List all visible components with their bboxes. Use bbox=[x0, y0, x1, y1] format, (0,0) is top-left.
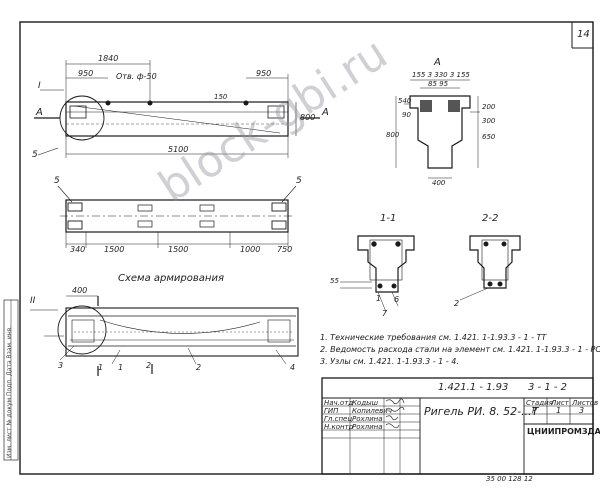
signatures bbox=[385, 398, 405, 429]
section-A-dim-540: 540 bbox=[398, 97, 412, 105]
role-1: Нач.отд bbox=[324, 399, 354, 407]
name-1: Кодыш bbox=[352, 399, 379, 407]
sheet-frame bbox=[19, 21, 594, 475]
section-A-title: А bbox=[434, 57, 441, 68]
section-A-dim-650: 650 bbox=[482, 133, 496, 141]
role-3: Гл.спец bbox=[324, 415, 353, 423]
dim-1000: 1000 bbox=[240, 245, 261, 254]
dim-1840: 1840 bbox=[98, 54, 119, 63]
reinforcement-view bbox=[30, 295, 299, 365]
reinforcement-label-2a: 2 bbox=[146, 361, 152, 370]
dim-800: 800 bbox=[300, 113, 316, 122]
section-1-1-title: 1-1 bbox=[380, 213, 397, 224]
section-2-2 bbox=[459, 235, 521, 301]
section-1-1-dim-55: 55 bbox=[330, 277, 339, 285]
col-sheet: Лист bbox=[551, 399, 569, 407]
section-1-1-profile bbox=[357, 235, 415, 293]
section-A-dim-400: 400 bbox=[432, 179, 446, 187]
section-1-1-label-7: 7 bbox=[382, 309, 388, 318]
section-A-profile bbox=[409, 95, 471, 169]
dim-950-right: 950 bbox=[256, 69, 272, 78]
section-A-dim-mid: 85 95 bbox=[428, 80, 449, 88]
section-A-dim-200: 200 bbox=[482, 103, 496, 111]
dim-340: 340 bbox=[70, 245, 86, 254]
dim-750: 750 bbox=[277, 245, 293, 254]
reinforcement-label-3: 3 bbox=[58, 361, 64, 370]
section-2-2-label-2: 2 bbox=[454, 299, 460, 308]
section-A-dim-800: 800 bbox=[386, 131, 400, 139]
marker-I: I bbox=[38, 81, 41, 91]
marker-5-front: 5 bbox=[32, 150, 38, 160]
name-4: Рохлина bbox=[352, 423, 383, 431]
marker-5-plan-left: 5 bbox=[54, 176, 60, 186]
reinforcement-label-4: 4 bbox=[290, 363, 296, 372]
col-sheets: Листов bbox=[572, 399, 599, 407]
dim-1500-b: 1500 bbox=[168, 245, 189, 254]
note-2: 2. Ведомость расхода стали на элемент см… bbox=[320, 345, 600, 354]
col-stage: Стадия bbox=[526, 399, 553, 407]
hole-note: Отв. ф-50 bbox=[116, 72, 157, 81]
reinforcement-label-1b: 1 bbox=[118, 363, 124, 372]
stage-value: Р bbox=[532, 406, 537, 415]
marker-II: II bbox=[30, 296, 36, 306]
title-block bbox=[321, 377, 594, 475]
beam-elevation bbox=[65, 101, 289, 137]
section-A-dim-300: 300 bbox=[482, 117, 496, 125]
doc-code: 1.421.1 - 1.93 bbox=[438, 382, 509, 393]
section-1-1-label-1: 1 bbox=[376, 294, 382, 303]
marker-A-right: А bbox=[322, 107, 329, 118]
org-name: ЦНИИПРОМЗДАНИЙ bbox=[527, 427, 600, 436]
reinforcement-label-2b: 2 bbox=[196, 363, 202, 372]
section-A-dim-90: 90 bbox=[402, 111, 411, 119]
note-1: 1. Технические требования см. 1.421. 1-1… bbox=[320, 333, 547, 342]
section-2-2-profile bbox=[469, 235, 521, 289]
reinforcement-dim-400: 400 bbox=[72, 286, 88, 295]
name-3: Рохлина bbox=[352, 415, 383, 423]
product-title: Ригель РИ. 8. 52-...Т bbox=[424, 405, 539, 418]
side-stamp: Изм. лист № докум Подп. Дата Взам. инв. bbox=[6, 325, 13, 458]
sheet-value: 1 bbox=[556, 406, 562, 415]
section-1-1-label-6: 6 bbox=[394, 295, 400, 304]
reinforcement-title: Схема армирования bbox=[118, 273, 224, 284]
footer-code: 35 00 128 12 bbox=[486, 475, 533, 483]
marker-5-plan-right: 5 bbox=[296, 176, 302, 186]
section-1-1 bbox=[340, 235, 415, 313]
role-4: Н.контр bbox=[324, 423, 354, 431]
plan-view bbox=[57, 185, 297, 248]
dim-150: 150 bbox=[214, 93, 228, 101]
dim-950-left: 950 bbox=[78, 69, 94, 78]
name-2: Копилевич bbox=[352, 407, 392, 415]
dim-1500-a: 1500 bbox=[104, 245, 125, 254]
note-3: 3. Узлы см. 1.421. 1-1.93.3 - 1 - 4. bbox=[320, 357, 459, 366]
section-A-dim-top: 155 3 330 3 155 bbox=[412, 71, 470, 79]
marker-A-left: А bbox=[36, 107, 43, 118]
front-view bbox=[34, 60, 320, 158]
section-2-2-title: 2-2 bbox=[482, 213, 499, 224]
page-number: 14 bbox=[577, 29, 590, 40]
sheets-value: 3 bbox=[579, 406, 585, 415]
section-A bbox=[395, 79, 480, 179]
callout-circle-II bbox=[57, 305, 107, 355]
reinforcement-label-1a: 1 bbox=[98, 363, 104, 372]
doc-suffix: 3 - 1 - 2 bbox=[528, 382, 568, 393]
reinforcement-outline bbox=[65, 307, 299, 357]
dim-5100: 5100 bbox=[168, 145, 189, 154]
role-2: ГИП bbox=[324, 407, 339, 415]
